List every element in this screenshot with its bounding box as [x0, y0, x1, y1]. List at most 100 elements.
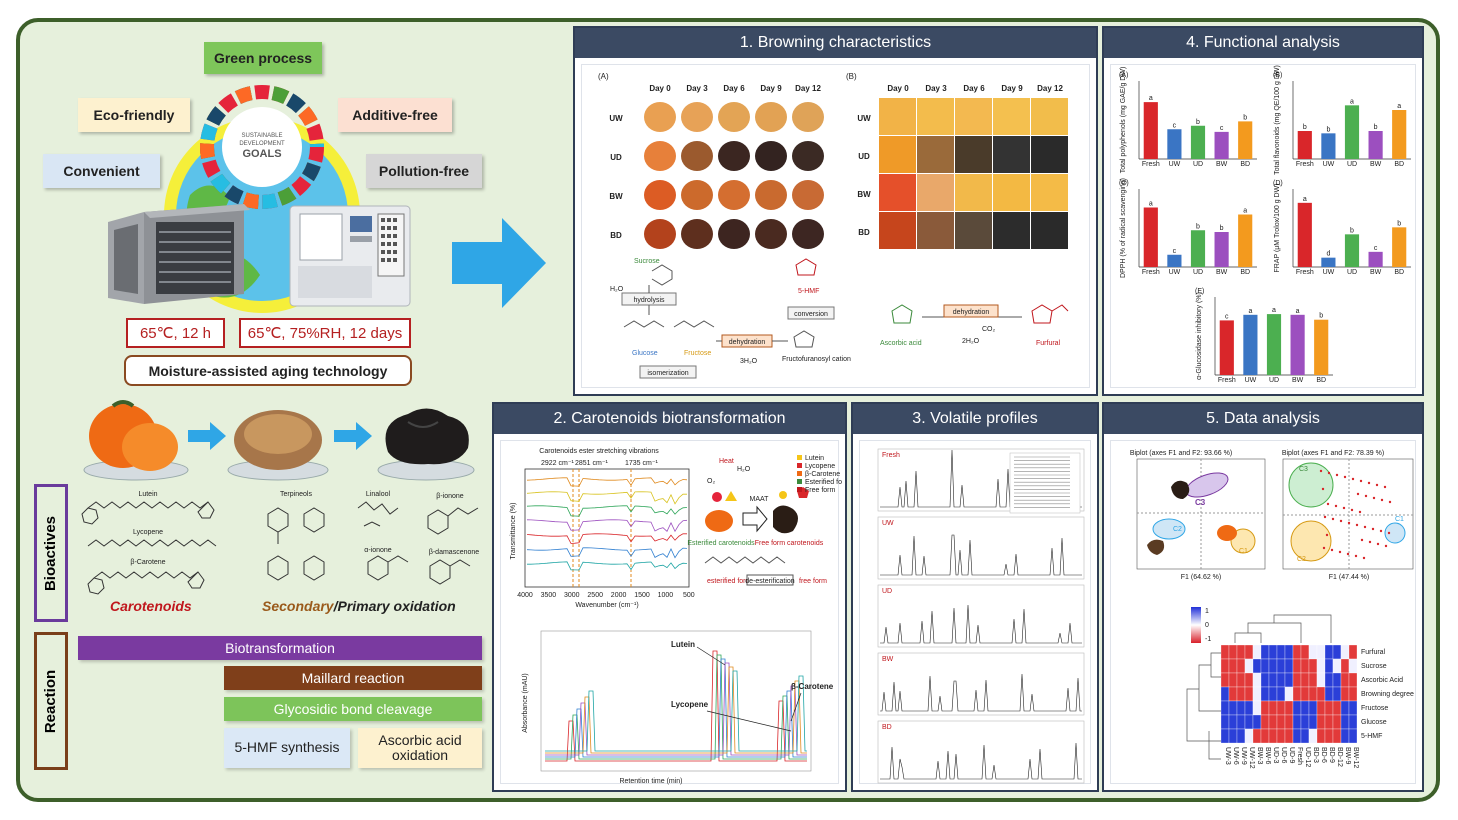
hplc-beta-carotene: β-Carotene	[791, 682, 834, 691]
bar-bw	[1290, 314, 1305, 375]
sig-letter: a	[1149, 95, 1153, 102]
heatmap-cell	[1316, 728, 1326, 744]
y-axis-label: Total flavonoids (mg QE/100 g DW)	[1274, 65, 1281, 175]
legend-item: Lycopene	[805, 463, 835, 470]
surface-tile	[993, 98, 1030, 135]
heatmap-cell	[1220, 686, 1230, 702]
heatmap-cell	[1332, 644, 1342, 660]
heatmap-cell	[1268, 700, 1278, 716]
biplot2-xlabel: F1 (47.44 %)	[1329, 574, 1369, 581]
heatmap-cell	[1252, 672, 1262, 688]
heatmap-cell	[1300, 714, 1310, 730]
persimmon-sample	[644, 102, 676, 132]
row-label-a: BD	[610, 231, 622, 240]
persimmon-sample	[755, 141, 787, 171]
biplot-point	[1372, 496, 1376, 500]
reaction-glycosidic: Glycosidic bond cleavage	[224, 697, 482, 721]
heatmap-cell	[1276, 714, 1286, 730]
biplot-point	[1388, 500, 1392, 504]
browning-label-b: (B)	[846, 72, 857, 81]
structure-beta-ionone: β-ionone	[436, 493, 463, 500]
heatmap-cell	[1228, 658, 1238, 674]
scheme-dehydration: dehydration	[729, 339, 766, 346]
biplot-point	[1342, 506, 1346, 510]
row-label-a: UW	[609, 114, 623, 123]
condition-chamber: 65℃, 75%RH, 12 days	[239, 318, 411, 348]
surface-tile	[955, 136, 992, 173]
chromatogram-label: BW	[882, 656, 894, 663]
heatmap-cell	[1244, 728, 1254, 744]
heatmap-cell	[1284, 672, 1294, 688]
heatmap-cell	[1244, 686, 1254, 702]
heatmap-cell	[1260, 714, 1270, 730]
biplot-point	[1338, 550, 1342, 554]
bar-bd	[1238, 121, 1253, 159]
row-label-b: BW	[857, 190, 871, 199]
heatmap-cell	[1268, 658, 1278, 674]
sequence-arrow-2	[334, 422, 372, 450]
functional-charts: (A)Total polyphenols (mg GAE/g DW)aFresh…	[1119, 65, 1411, 384]
ftir-tick: 3500	[541, 592, 557, 599]
heatmap-cell	[1260, 672, 1270, 688]
heatmap-cell	[1300, 644, 1310, 660]
panel-data: 5. Data analysis Biplot (axes F1 and F2:…	[1102, 402, 1424, 792]
y-axis-label: FRAP (μM Trolox/100 g DW)	[1274, 183, 1281, 272]
heatmap-cell	[1316, 686, 1326, 702]
ftir-spectrum	[526, 519, 688, 533]
hplc-trace	[545, 658, 807, 758]
process-arrow-icon	[452, 218, 546, 308]
legend-swatch	[797, 471, 802, 476]
bioactives-label: Bioactives	[42, 515, 60, 591]
row-label-b: UD	[858, 152, 870, 161]
heatmap-cell	[1292, 728, 1302, 744]
chromatogram-frame	[877, 584, 1085, 648]
heatmap-cell	[1348, 686, 1358, 702]
biplot-point	[1321, 487, 1325, 491]
heatmap-col-label: Fresh	[1296, 747, 1303, 765]
bar-bw	[1214, 232, 1229, 267]
x-tick-label: UD	[1269, 377, 1279, 384]
chromatogram-frame	[877, 720, 1085, 784]
surface-tile	[1031, 136, 1068, 173]
heatmap-cell	[1252, 728, 1262, 744]
sig-letter: c	[1173, 122, 1177, 129]
heatmap-col-label: UW-9	[1240, 747, 1247, 765]
ftir-spectrum	[526, 491, 687, 505]
ftir-tick: 4000	[517, 592, 533, 599]
heatmap-col-label: UW-12	[1248, 747, 1255, 769]
sig-letter: b	[1319, 313, 1323, 320]
persimmon-sample	[755, 219, 787, 249]
sig-letter: a	[1243, 208, 1247, 215]
ascorbic-scheme: Ascorbic acid dehydration CO₂ 2H₂O Furfu…	[880, 304, 1069, 347]
biplot-point	[1367, 481, 1371, 485]
heatmap-cell	[1284, 714, 1294, 730]
heatmap-cell	[1308, 644, 1318, 660]
scheme-h2o-2: H₂O	[737, 466, 751, 473]
chromatogram-frame	[877, 652, 1085, 716]
heatmap-cell	[1236, 686, 1246, 702]
heatmap-row-label: Fructose	[1361, 705, 1388, 712]
biplot-point	[1343, 475, 1347, 479]
heatmap-cell	[1252, 658, 1262, 674]
heatmap-cell	[1300, 658, 1310, 674]
sig-letter: b	[1326, 126, 1330, 133]
heatmap-row-label: Sucrose	[1361, 663, 1387, 670]
surface-tile	[879, 174, 916, 211]
biplot-point	[1350, 508, 1354, 512]
scheme-free-form-short: free form	[799, 578, 827, 585]
biplot-point	[1339, 519, 1343, 523]
y-axis-label: DPPH (% of radical scavenging)	[1120, 178, 1127, 278]
panel-browning: 1. Browning characteristics (A) (B) Day …	[573, 26, 1098, 396]
heatmap-cell	[1228, 686, 1238, 702]
scheme-2h2o: 2H₂O	[962, 338, 980, 345]
heatmap-cell	[1332, 714, 1342, 730]
structure-beta-carotene: β-Carotene	[130, 559, 165, 566]
tag-eco-friendly: Eco-friendly	[78, 98, 190, 132]
heatmap-cell	[1244, 672, 1254, 688]
heatmap-cell	[1308, 700, 1318, 716]
scheme-maat: MAAT	[750, 496, 770, 503]
biplot-point	[1319, 469, 1323, 473]
bar-uw	[1167, 254, 1182, 267]
bar-chart-C: (C)DPPH (% of radical scavenging)aFreshc…	[1119, 178, 1257, 278]
